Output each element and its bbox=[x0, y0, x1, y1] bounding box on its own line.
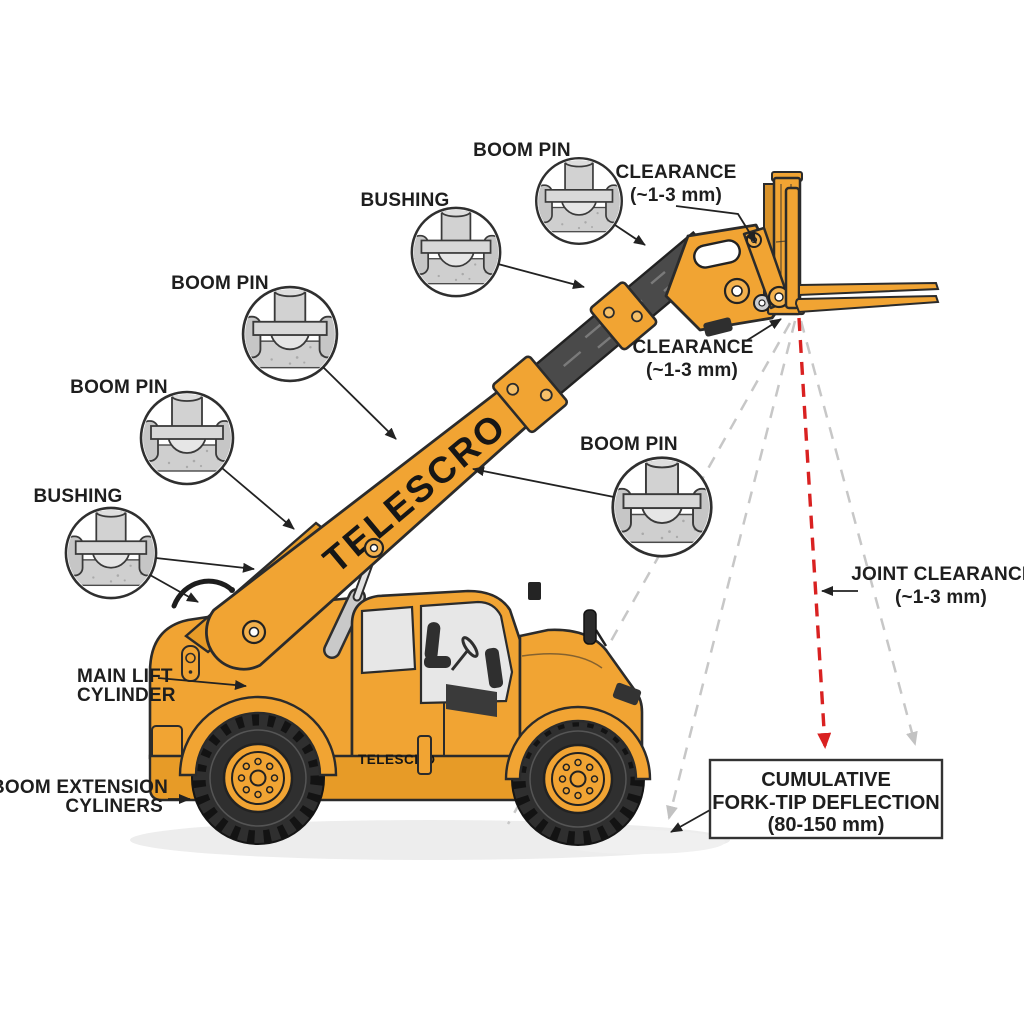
leader-boom-pin-mid bbox=[322, 366, 397, 440]
leader-arrows bbox=[149, 205, 858, 833]
detail-circle-boom-pin-right bbox=[613, 457, 711, 557]
label-clearance-mid-2: (~1-3 mm) bbox=[646, 360, 738, 381]
label-clearance-top-2: (~1-3 mm) bbox=[630, 185, 722, 206]
leader-boom-pin-top bbox=[614, 224, 646, 246]
label-boom-ext-2: CYLINERS bbox=[65, 796, 163, 817]
detail-circle-bushing-left bbox=[66, 507, 156, 598]
driver-seat bbox=[424, 622, 451, 668]
label-clearance-top-1: CLEARANCE bbox=[615, 162, 736, 183]
red-deflection-line bbox=[797, 317, 832, 749]
head-underblock bbox=[703, 317, 733, 337]
leader-bushing-left-b bbox=[149, 574, 199, 603]
label-boom-pin-mid: BOOM PIN bbox=[171, 273, 269, 294]
body-brand-text: TELESCRO bbox=[358, 752, 436, 767]
console bbox=[484, 647, 504, 689]
detail-circle-boom-pin-left bbox=[141, 391, 233, 484]
leader-boom-pin-left bbox=[221, 467, 295, 530]
front-fender bbox=[504, 705, 652, 781]
leader-boom-pin-right bbox=[472, 466, 615, 498]
boom-base-section bbox=[205, 364, 561, 671]
fork-tine-lower bbox=[794, 294, 940, 314]
leader-bushing-left-a bbox=[155, 557, 255, 573]
deflection-box-line-1: CUMULATIVE bbox=[761, 769, 891, 791]
boom-collar-1 bbox=[492, 355, 569, 434]
label-joint-clearance-2: (~1-3 mm) bbox=[895, 587, 987, 608]
detail-circle-boom-pin-mid bbox=[243, 286, 337, 381]
label-clearance-mid-1: CLEARANCE bbox=[632, 337, 753, 358]
front-grille bbox=[612, 682, 642, 706]
mirror-stalk bbox=[594, 629, 608, 647]
leader-main-lift bbox=[157, 677, 247, 690]
label-boom-pin-left: BOOM PIN bbox=[70, 377, 168, 398]
label-main-lift-1: MAIN LIFT bbox=[77, 666, 173, 687]
body-slot bbox=[417, 735, 432, 775]
fork-shank bbox=[784, 186, 801, 310]
label-bushing-left: BUSHING bbox=[33, 486, 122, 507]
boom-brand-text: TELESCRO bbox=[316, 405, 515, 581]
label-boom-pin-top: BOOM PIN bbox=[473, 140, 571, 161]
mirror bbox=[583, 609, 597, 645]
deflection-box-line-2: FORK-TIP DEFLECTION bbox=[712, 792, 939, 814]
leader-clearance-mid bbox=[745, 318, 782, 342]
leader-bushing-top bbox=[497, 263, 585, 289]
detail-circle-boom-pin-top bbox=[536, 157, 622, 243]
label-boom-pin-right: BOOM PIN bbox=[580, 434, 678, 455]
door-panel bbox=[446, 684, 497, 717]
label-main-lift-2: CYLINDER bbox=[77, 685, 176, 706]
leader-deflection-box bbox=[670, 809, 711, 833]
label-joint-clearance-1: JOINT CLEARANCE bbox=[851, 564, 1024, 585]
forks bbox=[784, 186, 940, 314]
boom-collar-2 bbox=[589, 281, 658, 351]
deflection-line-gray-1 bbox=[506, 322, 792, 825]
leader-clearance-top bbox=[675, 205, 757, 244]
hydraulic-hose bbox=[171, 578, 235, 609]
detail-circle-bushing-top bbox=[412, 207, 500, 296]
deflection-box-line-3: (80-150 mm) bbox=[768, 814, 885, 836]
deflection-line-gray-2 bbox=[666, 320, 797, 820]
label-boom-ext-1: BOOM EXTENSION bbox=[0, 777, 168, 798]
deflection-line-gray-3 bbox=[799, 320, 918, 746]
cab bbox=[350, 582, 541, 760]
label-bushing-top: BUSHING bbox=[360, 190, 449, 211]
steering-wheel bbox=[450, 636, 479, 671]
rear-wheel bbox=[191, 711, 325, 845]
cab-side-window bbox=[360, 605, 417, 675]
head-keyhole-cutout bbox=[693, 239, 741, 269]
fork-tine-upper bbox=[798, 281, 940, 297]
rear-fender bbox=[178, 695, 338, 777]
cab-beacon bbox=[528, 582, 541, 600]
deflection-fan bbox=[506, 317, 918, 825]
deflection-box: CUMULATIVE FORK-TIP DEFLECTION (80-150 m… bbox=[708, 758, 944, 840]
